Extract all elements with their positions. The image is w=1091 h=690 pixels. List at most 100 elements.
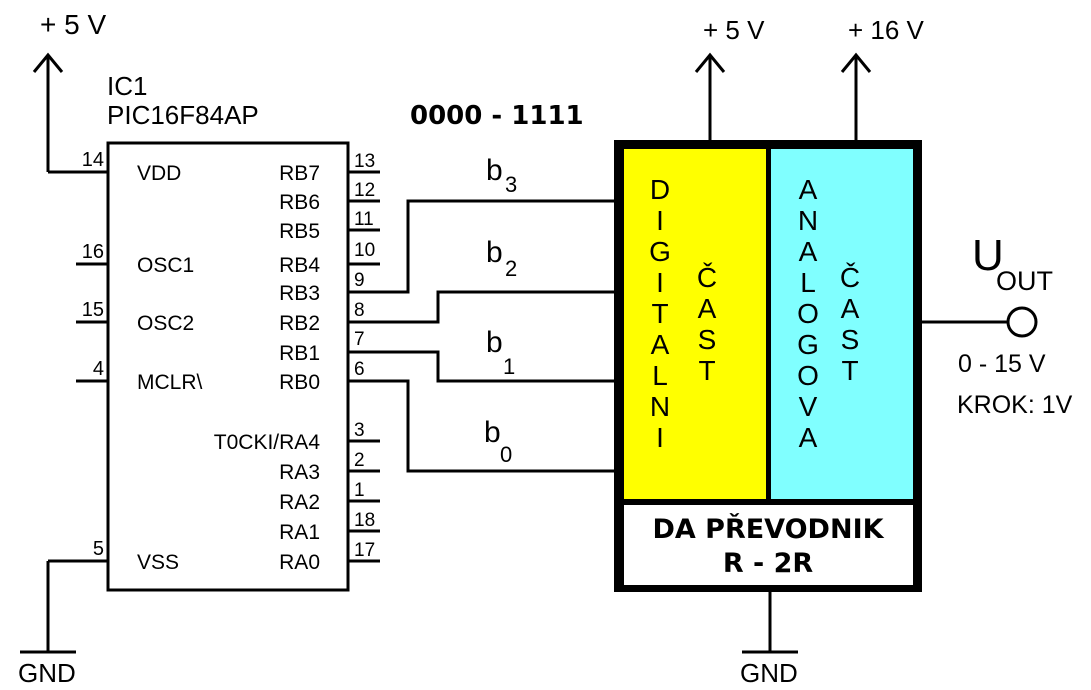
bit-b1-sub: 1	[503, 354, 515, 379]
digital-part-word-letter: T	[698, 355, 715, 386]
pin-name-vdd: VDD	[137, 162, 181, 185]
digital-part-word-letter: A	[698, 293, 717, 324]
dac-digital-section	[624, 149, 766, 499]
pin-num-7: 7	[354, 329, 365, 350]
output-label-sub: OUT	[996, 266, 1053, 296]
analog-word-letter: O	[797, 360, 819, 391]
pin-num-1: 1	[354, 480, 365, 501]
analog-part-word-letter: Č	[840, 262, 860, 293]
pin-num-18: 18	[354, 510, 375, 531]
pin-num-12: 12	[354, 180, 375, 201]
output-label-main: U	[972, 231, 1004, 280]
digital-word-letter: T	[651, 298, 668, 329]
digital-word-letter: N	[650, 391, 670, 422]
ic-body	[106, 141, 350, 592]
digital-part-word-letter: S	[698, 324, 717, 355]
mcu-supply: + 5 V	[32, 9, 108, 174]
pin-name-rb0: RB0	[279, 371, 320, 394]
data-bus	[348, 199, 614, 473]
dac-title-line2: R - 2R	[723, 548, 814, 579]
ic-part: PIC16F84AP	[107, 100, 259, 130]
pin-name-rb3: RB3	[279, 282, 320, 305]
digital-word-letter: G	[649, 236, 671, 267]
pin-num-10: 10	[354, 240, 375, 261]
analog-part-word-letter: S	[841, 324, 860, 355]
pin-num-5: 5	[93, 538, 104, 560]
pin-name-rb6: RB6	[279, 191, 320, 214]
analog-word-letter: L	[800, 267, 816, 298]
pin-name-mclr: MCLR\	[137, 371, 203, 394]
pin-num-11: 11	[354, 209, 374, 230]
wire-b0	[348, 379, 614, 473]
digital-word-letter: I	[656, 205, 664, 236]
pin-name-rb7: RB7	[279, 162, 320, 185]
bit-b2-letter: b	[486, 236, 503, 269]
analog-part-word-letter: A	[841, 293, 860, 324]
pin-name-ra3: RA3	[279, 461, 320, 484]
output-range: 0 - 15 V	[958, 350, 1046, 378]
pin-name-rb2: RB2	[279, 312, 320, 335]
pin-num-3: 3	[354, 420, 365, 441]
dac-title-box	[624, 505, 913, 585]
pin-name-ra2: RA2	[279, 491, 320, 514]
gnd-left-label: GND	[18, 658, 76, 688]
digital-word-letter: I	[656, 422, 664, 453]
digital-word-letter: A	[651, 329, 670, 360]
analog-word-letter: A	[799, 174, 818, 205]
pin-num-8: 8	[354, 300, 365, 321]
digital-word-letter: D	[650, 174, 670, 205]
analog-part-word-letter: T	[841, 355, 858, 386]
bit-b1-letter: b	[486, 326, 503, 359]
output-terminal: U OUT 0 - 15 V KROK: 1V	[922, 231, 1073, 419]
bit-labels: b 3 b 2 b 1 b 0	[484, 154, 517, 467]
digital-word-letter: I	[656, 267, 664, 298]
wire-b1	[348, 350, 614, 383]
pin-name-osc1: OSC1	[137, 254, 194, 277]
pin-name-ra0: RA0	[279, 551, 320, 574]
bit-b3-sub: 3	[505, 172, 517, 197]
pin-name-rb1: RB1	[279, 342, 320, 365]
bit-b2-sub: 2	[505, 256, 517, 281]
analog-word-letter: V	[799, 391, 818, 422]
pin-num-17: 17	[354, 540, 375, 561]
mcu-vcc-label: + 5 V	[40, 9, 106, 40]
wire-b3	[348, 199, 614, 294]
dac-supplies: + 5 V + 16 V	[694, 15, 925, 140]
digital-word-letter: L	[652, 360, 668, 391]
pin-name-rb5: RB5	[279, 220, 320, 243]
dac-analog-section	[771, 149, 913, 499]
pin-num-9: 9	[354, 270, 365, 291]
analog-word-letter: A	[799, 236, 818, 267]
analog-word-letter: O	[797, 298, 819, 329]
ground-left: GND	[18, 561, 76, 688]
ic-ref: IC1	[107, 71, 147, 101]
pin-name-osc2: OSC2	[137, 312, 194, 335]
dac-block	[614, 140, 922, 592]
analog-word-letter: A	[799, 422, 818, 453]
dac-title-line1: DA PŘEVODNIK	[652, 513, 884, 545]
pin-name-rb4: RB4	[279, 254, 320, 277]
pin-num-4: 4	[93, 358, 104, 380]
digital-part-word-letter: Č	[697, 262, 717, 293]
output-step: KROK: 1V	[957, 391, 1073, 419]
ic-right-pins: 13 12 11 10 9 8 7 6 3 2 1 18 17 RB7 RB6 …	[214, 151, 380, 574]
wire-b2	[348, 290, 614, 324]
pin-name-ra1: RA1	[279, 521, 320, 544]
bit-b0-sub: 0	[500, 442, 512, 467]
ic-left-pins: 14 16 15 4 5 VDD OSC1 OSC2 MCLR\ VSS	[48, 149, 203, 574]
pin-num-16: 16	[82, 241, 104, 263]
ground-right: GND	[740, 592, 798, 688]
analog-word-letter: G	[797, 329, 819, 360]
pin-num-2: 2	[354, 450, 365, 471]
pin-name-ra4: T0CKI/RA4	[214, 431, 321, 454]
dac-vcc2-label: + 16 V	[848, 15, 925, 45]
bit-b3-letter: b	[486, 154, 503, 187]
pin-name-vss: VSS	[137, 551, 179, 574]
bus-range-label: 0000 - 1111	[410, 101, 584, 131]
pin-num-15: 15	[82, 299, 104, 321]
pin-num-14: 14	[82, 149, 104, 171]
